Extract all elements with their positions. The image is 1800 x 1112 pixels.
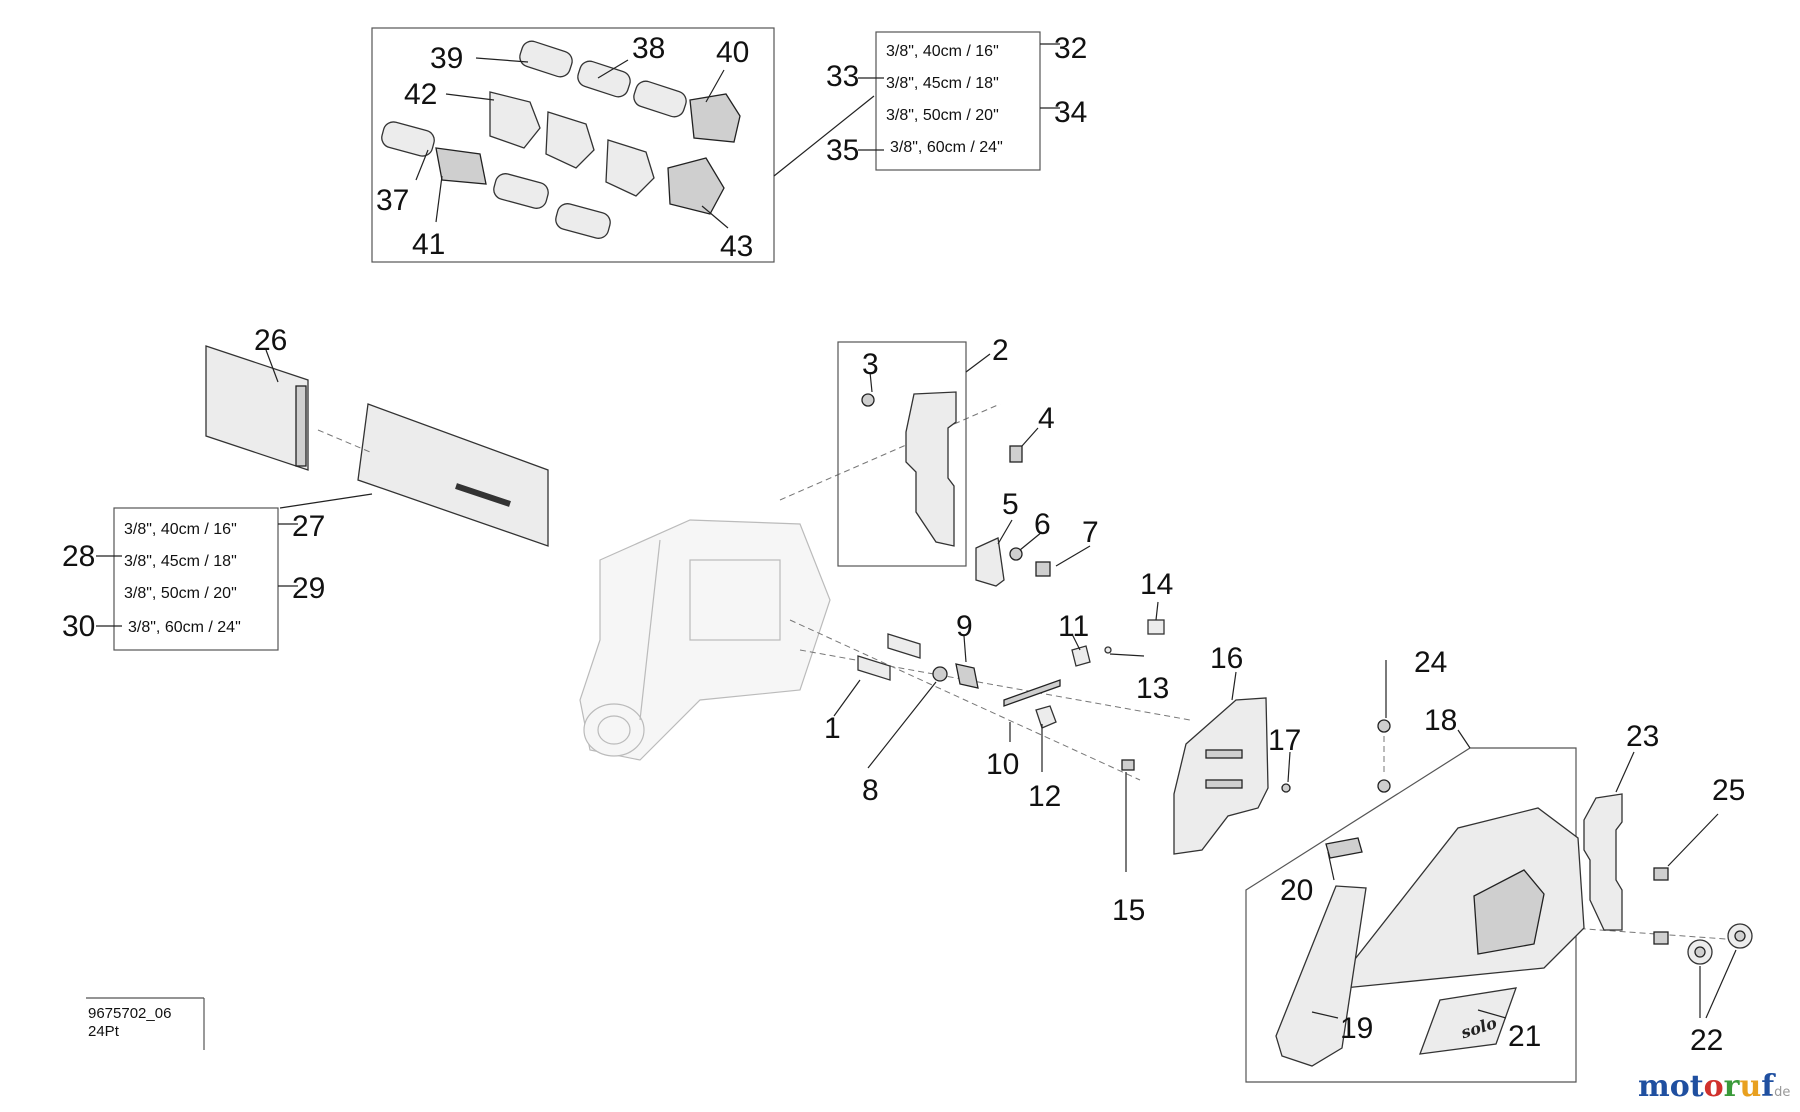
callout-6: 6: [1034, 508, 1051, 541]
callout-35: 35: [826, 134, 859, 167]
outer-side-plate: [1583, 793, 1623, 931]
callout-38: 38: [632, 32, 665, 65]
drawing-sub: 24Pt: [88, 1023, 120, 1040]
bar-sizes-frame: [113, 507, 279, 651]
drawing-number: 9675702_06: [88, 1005, 171, 1022]
callout-32: 32: [1054, 32, 1087, 65]
callout-37: 37: [376, 184, 409, 217]
chain-detail-group: 39 38 40 42 37 41 43: [371, 27, 775, 263]
callout-26: 26: [254, 324, 287, 357]
engine-housing: [579, 519, 831, 761]
callout-7: 7: [1082, 516, 1099, 549]
callout-29: 29: [292, 572, 325, 605]
chain-sizes-table: 3/8", 40cm / 16" 3/8", 45cm / 18" 3/8", …: [773, 31, 1087, 177]
callout-13: 13: [1136, 672, 1169, 705]
side-plate-group: 2 3 4 5 6 7: [837, 334, 1099, 587]
tensioner-group: 1 8 9 10 11 12 13 14 15: [824, 568, 1173, 927]
chain-guard-plate-group: 16 17: [1173, 642, 1301, 855]
saw-chain-links: [381, 40, 741, 239]
callout-2: 2: [992, 334, 1009, 367]
bar-sizes-table: 3/8", 40cm / 16" 3/8", 45cm / 18" 3/8", …: [62, 507, 325, 651]
bar-size-row: 3/8", 45cm / 18": [124, 553, 237, 570]
side-plate: [905, 391, 957, 547]
callout-17: 17: [1268, 724, 1301, 757]
chain-sizes-frame: [875, 31, 1041, 171]
callout-27: 27: [292, 510, 325, 543]
callout-20: 20: [1280, 874, 1313, 907]
callout-23: 23: [1626, 720, 1659, 753]
guide-bar: [357, 403, 549, 547]
chain-detail-frame: [371, 27, 775, 263]
bar-size-row: 3/8", 60cm / 24": [128, 619, 241, 636]
callout-1: 1: [824, 712, 841, 745]
chain-size-row: 3/8", 50cm / 20": [886, 107, 999, 124]
callout-41: 41: [412, 228, 445, 261]
chain-size-row: 3/8", 45cm / 18": [886, 75, 999, 92]
callout-22: 22: [1690, 1024, 1723, 1057]
callout-10: 10: [986, 748, 1019, 781]
chain-guard-plate: [1173, 697, 1269, 855]
callout-42: 42: [404, 78, 437, 111]
callout-16: 16: [1210, 642, 1243, 675]
watermark: motoruf .de: [1638, 1069, 1790, 1104]
callout-19: 19: [1340, 1012, 1373, 1045]
callout-14: 14: [1140, 568, 1173, 601]
callout-30: 30: [62, 610, 95, 643]
callout-18: 18: [1424, 704, 1457, 737]
watermark-brand: motoruf: [1638, 1069, 1776, 1104]
drawing-reference: 9675702_06 24Pt: [86, 997, 205, 1050]
callout-4: 4: [1038, 402, 1055, 435]
callout-11: 11: [1058, 610, 1089, 643]
callout-25: 25: [1712, 774, 1745, 807]
callout-33: 33: [826, 60, 859, 93]
outer-plate-group: 23 25 22: [1583, 720, 1753, 1057]
callout-21: 21: [1508, 1020, 1541, 1053]
cover-strip: [1275, 885, 1367, 1067]
callout-34: 34: [1054, 96, 1087, 129]
callout-40: 40: [716, 36, 749, 69]
chain-size-row: 3/8", 40cm / 16": [886, 43, 999, 60]
guide-bar-group: 26: [205, 324, 549, 547]
callout-12: 12: [1028, 780, 1061, 813]
callout-39: 39: [430, 42, 463, 75]
chain-size-row: 3/8", 60cm / 24": [890, 139, 1003, 156]
watermark-suffix: .de: [1770, 1085, 1790, 1100]
callout-3: 3: [862, 348, 879, 381]
bar-size-row: 3/8", 50cm / 20": [124, 585, 237, 602]
callout-24: 24: [1414, 646, 1447, 679]
callout-15: 15: [1112, 894, 1145, 927]
callout-9: 9: [956, 610, 973, 643]
callout-28: 28: [62, 540, 95, 573]
solo-logo-plate: [1419, 987, 1517, 1055]
bar-cover-sleeve: [205, 345, 309, 471]
side-plate-frame: [837, 341, 967, 567]
callout-8: 8: [862, 774, 879, 807]
callout-5: 5: [1002, 488, 1019, 521]
sprocket-cover-group: solo 24 18 20 19 21: [1245, 646, 1585, 1083]
bar-size-row: 3/8", 40cm / 16": [124, 521, 237, 538]
callout-43: 43: [720, 230, 753, 263]
